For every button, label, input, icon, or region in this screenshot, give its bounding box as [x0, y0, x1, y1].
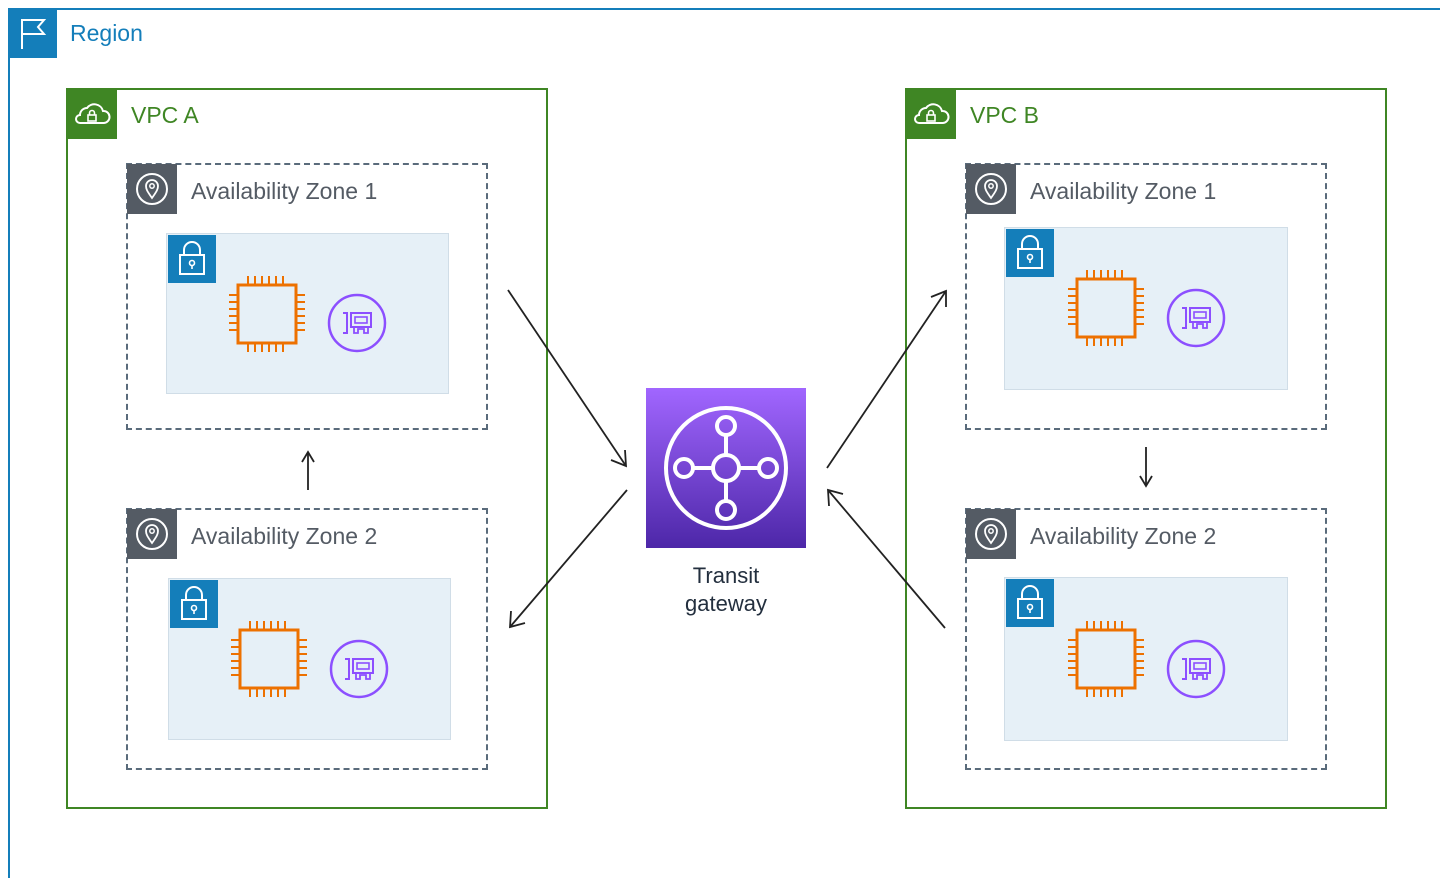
- vpc-b-label: VPC B: [970, 102, 1040, 128]
- arrow-vpc-a-az2-to-az1: [301, 450, 315, 490]
- arrow-tgw-to-vpc-a-az2: [509, 489, 628, 629]
- transit-gateway-label-line2: gateway: [685, 591, 767, 616]
- vpc-a-tab: [67, 89, 117, 139]
- lock-icon: [1017, 235, 1043, 269]
- transit-gateway-icon: [664, 406, 788, 530]
- vpc-a-az2-subnet-tab: [170, 580, 218, 628]
- vpc-b-az1-tab: [966, 164, 1016, 214]
- transit-gateway-label-line1: Transit: [692, 563, 760, 588]
- location-pin-icon: [975, 518, 1007, 550]
- transit-gateway-node: [646, 388, 806, 548]
- ec2-chip-icon: [1065, 267, 1147, 349]
- lock-icon: [179, 241, 205, 275]
- vpc-b-az1-container: [965, 163, 1327, 430]
- location-pin-icon: [136, 518, 168, 550]
- region-tab: [8, 9, 57, 58]
- vpc-a-az2-label: Availability Zone 2: [191, 523, 378, 549]
- arrow-vpc-b-az2-to-tgw: [827, 488, 946, 629]
- vpc-b-az2-label: Availability Zone 2: [1030, 523, 1217, 549]
- vpc-b-az2-subnet-tab: [1006, 579, 1054, 627]
- vpc-a-az1-tab: [127, 164, 177, 214]
- network-interface-icon: [326, 292, 388, 354]
- vpc-a-az1-label: Availability Zone 1: [191, 178, 378, 204]
- location-pin-icon: [136, 173, 168, 205]
- flag-icon: [21, 19, 47, 49]
- arrow-vpc-b-az1-to-az2: [1139, 447, 1153, 488]
- lock-icon: [181, 586, 207, 620]
- region-frame: [8, 8, 1440, 878]
- ec2-chip-icon: [226, 273, 308, 355]
- vpc-b-az2-tab: [966, 509, 1016, 559]
- vpc-a-az1-subnet-tab: [168, 235, 216, 283]
- transit-gateway-label: Transit gateway: [646, 562, 806, 618]
- ec2-chip-icon: [1065, 618, 1147, 700]
- location-pin-icon: [975, 173, 1007, 205]
- vpc-b-container: [905, 88, 1387, 809]
- region-label: Region: [70, 20, 143, 46]
- network-interface-icon: [1165, 638, 1227, 700]
- cloud-lock-icon: [75, 103, 111, 124]
- vpc-b-az2-container: [965, 508, 1327, 770]
- ec2-chip-icon: [228, 618, 310, 700]
- vpc-a-label: VPC A: [131, 102, 199, 128]
- vpc-b-tab: [906, 89, 956, 139]
- vpc-a-az1-container: [126, 163, 488, 430]
- vpc-a-container: [66, 88, 548, 809]
- network-interface-icon: [328, 638, 390, 700]
- vpc-a-az2-container: [126, 508, 488, 770]
- vpc-b-az1-label: Availability Zone 1: [1030, 178, 1217, 204]
- vpc-b-az1-subnet-tab: [1006, 229, 1054, 277]
- network-interface-icon: [1165, 287, 1227, 349]
- lock-icon: [1017, 585, 1043, 619]
- arrow-tgw-to-vpc-b-az1: [826, 289, 947, 469]
- vpc-a-az2-tab: [127, 509, 177, 559]
- arrow-vpc-a-az1-to-tgw: [507, 289, 627, 468]
- cloud-lock-icon: [914, 103, 950, 124]
